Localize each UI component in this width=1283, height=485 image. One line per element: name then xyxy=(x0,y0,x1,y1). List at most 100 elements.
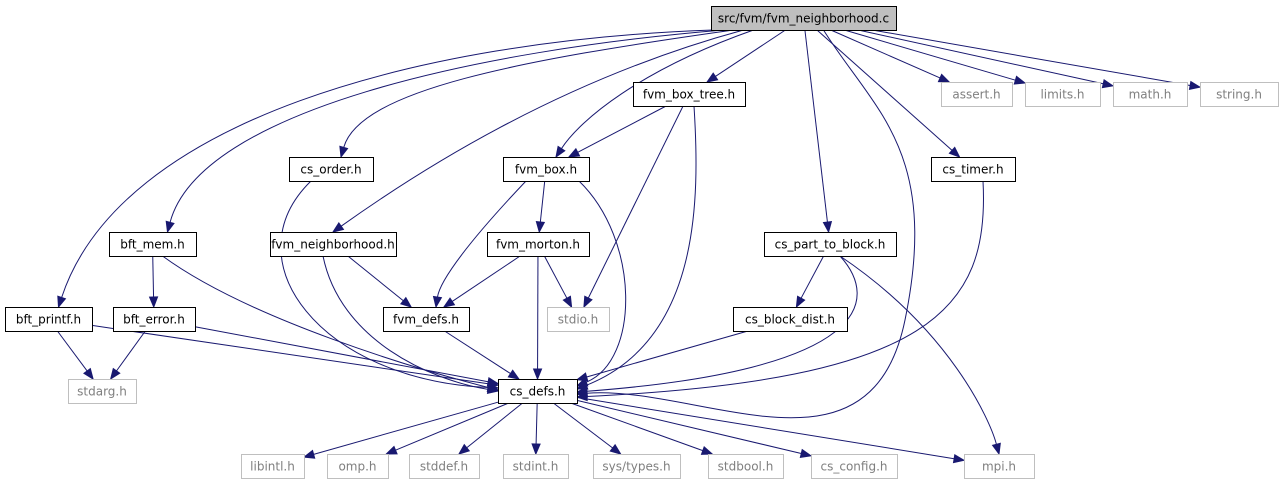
edge-bft-error-to-stdarg xyxy=(109,330,146,381)
node-cs-defs[interactable]: cs_defs.h xyxy=(498,379,578,404)
node-stdint: stdint.h xyxy=(503,454,569,479)
node-box xyxy=(708,454,784,479)
node-box xyxy=(1113,82,1188,107)
edge-cs-defs-to-libintl xyxy=(302,401,499,459)
edge-fvm-box-to-fvm-defs xyxy=(432,180,527,309)
node-bft-printf[interactable]: bft_printf.h xyxy=(5,307,93,332)
edge-root-to-fvm-neighborhood-line xyxy=(340,29,744,227)
edge-cs-defs-to-stdbool-arrowhead xyxy=(700,445,714,455)
node-fvm-morton[interactable]: fvm_morton.h xyxy=(487,232,590,257)
edge-cs-defs-to-libintl-arrowhead xyxy=(302,449,316,459)
node-bft-mem[interactable]: bft_mem.h xyxy=(109,232,197,257)
edges-layer xyxy=(57,29,1202,464)
edge-fvm-box-to-fvm-morton-arrowhead xyxy=(535,221,546,234)
edge-root-to-cs-part-to-block-arrowhead xyxy=(822,221,833,234)
node-label: string.h xyxy=(1216,88,1262,102)
node-cs-part-to-block[interactable]: cs_part_to_block.h xyxy=(764,232,897,257)
edge-root-to-cs-part-to-block xyxy=(804,29,833,234)
edge-fvm-morton-to-stdio-arrowhead xyxy=(562,295,573,309)
edge-root-to-fvm-box-tree-arrowhead xyxy=(705,72,719,83)
node-cs-block-dist[interactable]: cs_block_dist.h xyxy=(733,307,848,332)
edge-fvm-box-tree-to-fvm-box-line xyxy=(577,105,667,153)
edge-cs-defs-to-omp-arrowhead xyxy=(385,445,398,455)
node-box xyxy=(547,307,610,332)
edge-cs-defs-to-cs-config-arrowhead xyxy=(799,448,813,459)
edge-fvm-morton-to-fvm-defs-arrowhead xyxy=(442,297,456,308)
node-cs-order[interactable]: cs_order.h xyxy=(289,157,374,182)
edge-cs-defs-to-stdint xyxy=(531,402,541,456)
edge-root-to-fvm-box-tree xyxy=(705,29,786,83)
node-box xyxy=(68,379,137,404)
node-box xyxy=(633,82,746,107)
edge-cs-part-to-block-to-cs-defs xyxy=(575,255,858,396)
node-box xyxy=(764,232,897,257)
node-fvm-box[interactable]: fvm_box.h xyxy=(503,157,590,182)
node-box xyxy=(498,379,578,404)
edge-root-to-string-line xyxy=(872,29,1191,86)
edge-root-to-fvm-box-line xyxy=(561,29,754,149)
edge-cs-part-to-block-to-mpi xyxy=(839,255,1001,456)
edge-root-to-bft-mem-line xyxy=(169,29,724,223)
node-label: cs_part_to_block.h xyxy=(775,238,886,252)
edge-cs-timer-to-cs-defs xyxy=(575,180,985,402)
node-box xyxy=(5,307,93,332)
edge-cs-block-dist-to-cs-defs-line xyxy=(586,330,749,378)
edge-cs-part-to-block-to-mpi-line xyxy=(839,255,997,445)
node-label: fvm_neighborhood.h xyxy=(271,238,395,252)
nodes-layer: src/fvm/fvm_neighborhood.c fvm_box_tree.h… xyxy=(5,6,1279,479)
edge-root-to-fvm-box xyxy=(555,29,754,159)
node-box xyxy=(270,232,397,257)
node-stdarg: stdarg.h xyxy=(68,379,137,404)
edge-cs-defs-to-stddef-arrowhead xyxy=(457,443,471,455)
node-fvm-neighborhood[interactable]: fvm_neighborhood.h xyxy=(270,232,397,257)
edge-root-to-cs-order-line xyxy=(343,29,734,148)
edge-bft-error-to-cs-defs-line xyxy=(194,326,489,383)
node-cs-config: cs_config.h xyxy=(811,454,898,479)
edge-bft-mem-to-bft-error-line xyxy=(152,255,155,298)
node-label: sys/types.h xyxy=(602,460,670,474)
edge-cs-defs-to-mpi xyxy=(576,396,966,464)
edge-root-to-fvm-neighborhood xyxy=(331,29,744,233)
node-fvm-box-tree[interactable]: fvm_box_tree.h xyxy=(633,82,746,107)
edge-cs-part-to-block-to-cs-defs-line xyxy=(586,255,858,392)
node-math: math.h xyxy=(1113,82,1188,107)
node-box xyxy=(409,454,480,479)
edge-bft-printf-to-stdarg xyxy=(57,330,94,381)
node-bft-error[interactable]: bft_error.h xyxy=(113,307,196,332)
edge-fvm-neighborhood-to-fvm-defs-line xyxy=(347,255,404,302)
edge-root-to-math-line xyxy=(858,29,1104,85)
node-label: bft_error.h xyxy=(123,313,185,327)
edge-fvm-box-to-fvm-morton-line xyxy=(539,180,546,223)
node-fvm-defs[interactable]: fvm_defs.h xyxy=(383,307,470,332)
edge-root-to-limits-line xyxy=(844,29,1016,81)
node-box xyxy=(289,157,374,182)
node-root: src/fvm/fvm_neighborhood.c xyxy=(711,6,897,31)
edge-cs-part-to-block-to-cs-defs-arrowhead xyxy=(575,386,588,396)
node-label: libintl.h xyxy=(250,460,295,474)
edge-cs-part-to-block-to-mpi-arrowhead xyxy=(991,442,1001,456)
edge-bft-mem-to-bft-error-arrowhead xyxy=(148,296,159,309)
node-box xyxy=(941,82,1013,107)
edge-cs-defs-to-sys-types-line xyxy=(553,402,613,449)
node-label: stdarg.h xyxy=(77,385,127,399)
edge-fvm-defs-to-cs-defs xyxy=(444,330,521,380)
edge-cs-order-to-cs-defs-line xyxy=(280,180,489,389)
edge-root-to-fvm-neighborhood-arrowhead xyxy=(331,222,345,233)
edge-root-to-assert xyxy=(830,29,951,83)
node-label: mpi.h xyxy=(982,460,1016,474)
node-label: stdio.h xyxy=(558,313,598,327)
edge-bft-printf-to-stdarg-line xyxy=(57,330,88,372)
edge-root-to-fvm-box-arrowhead xyxy=(555,145,566,159)
edge-cs-defs-to-stdint-line xyxy=(535,402,538,445)
edge-root-to-cs-timer-arrowhead xyxy=(948,146,961,158)
edge-fvm-morton-to-fvm-defs xyxy=(442,255,521,308)
node-box xyxy=(1025,82,1101,107)
edge-cs-block-dist-to-cs-defs-arrowhead xyxy=(575,372,589,382)
node-box xyxy=(931,157,1016,182)
node-label: assert.h xyxy=(952,88,1000,102)
node-omp: omp.h xyxy=(327,454,389,479)
edge-fvm-box-tree-to-stdio-arrowhead xyxy=(583,295,593,309)
node-cs-timer[interactable]: cs_timer.h xyxy=(931,157,1016,182)
edge-root-to-limits-arrowhead xyxy=(1013,75,1027,85)
